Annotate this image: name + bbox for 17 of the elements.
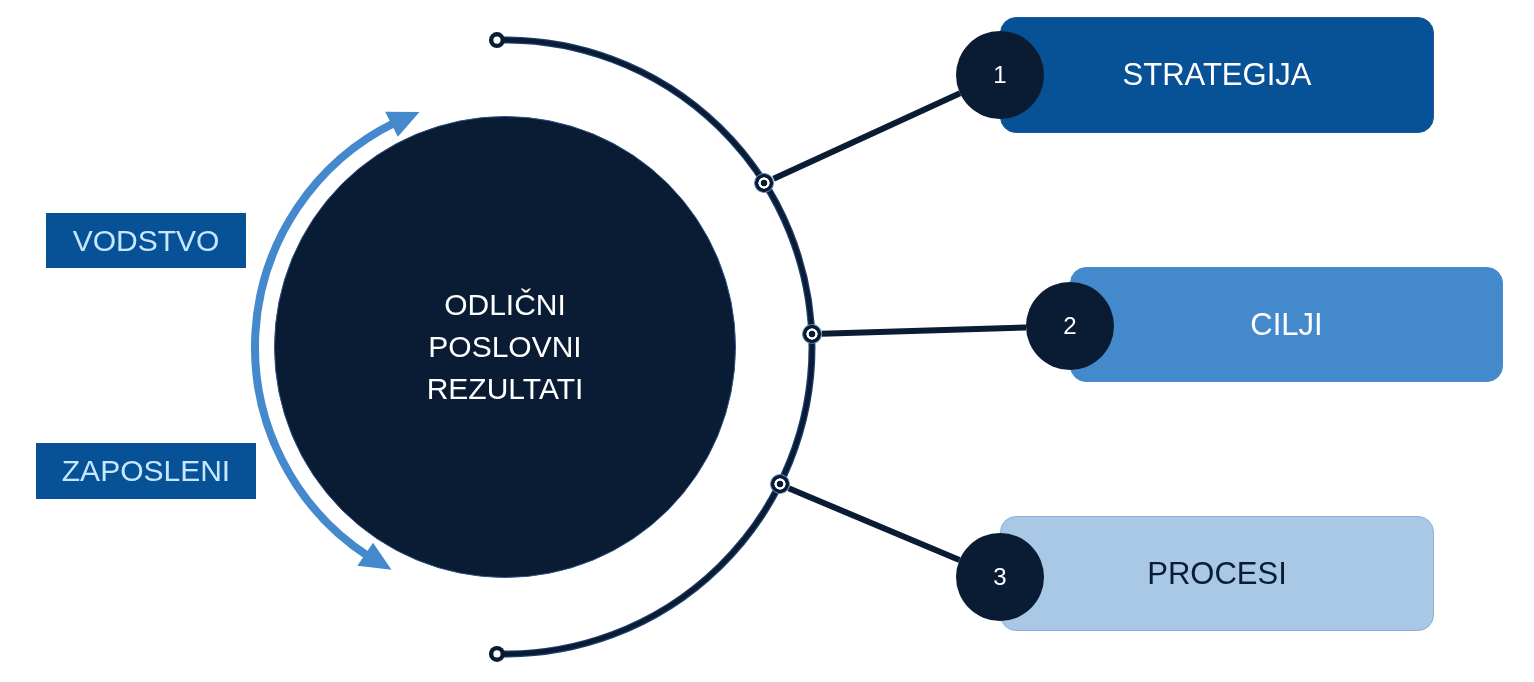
tag-text: VODSTVO [72,222,220,259]
connector-line [772,90,962,182]
ring-marker [754,172,775,193]
label-box [36,443,256,499]
badge-number: 2 [1063,312,1077,340]
box-text: CILJI [1250,306,1323,343]
badge-number: 1 [993,61,1007,89]
box-text: STRATEGIJA [1122,57,1312,93]
ring-marker [801,324,822,345]
ring-marker [769,474,790,495]
circle-text: ODLIČNI POSLOVNI REZULTATI [425,287,585,407]
connector-line [787,485,961,563]
label-box [46,213,246,268]
connector-line [821,324,1027,337]
badge-number: 3 [993,563,1007,591]
tag-text: ZAPOSLENI [61,453,231,489]
box-text: PROCESI [1147,555,1287,592]
